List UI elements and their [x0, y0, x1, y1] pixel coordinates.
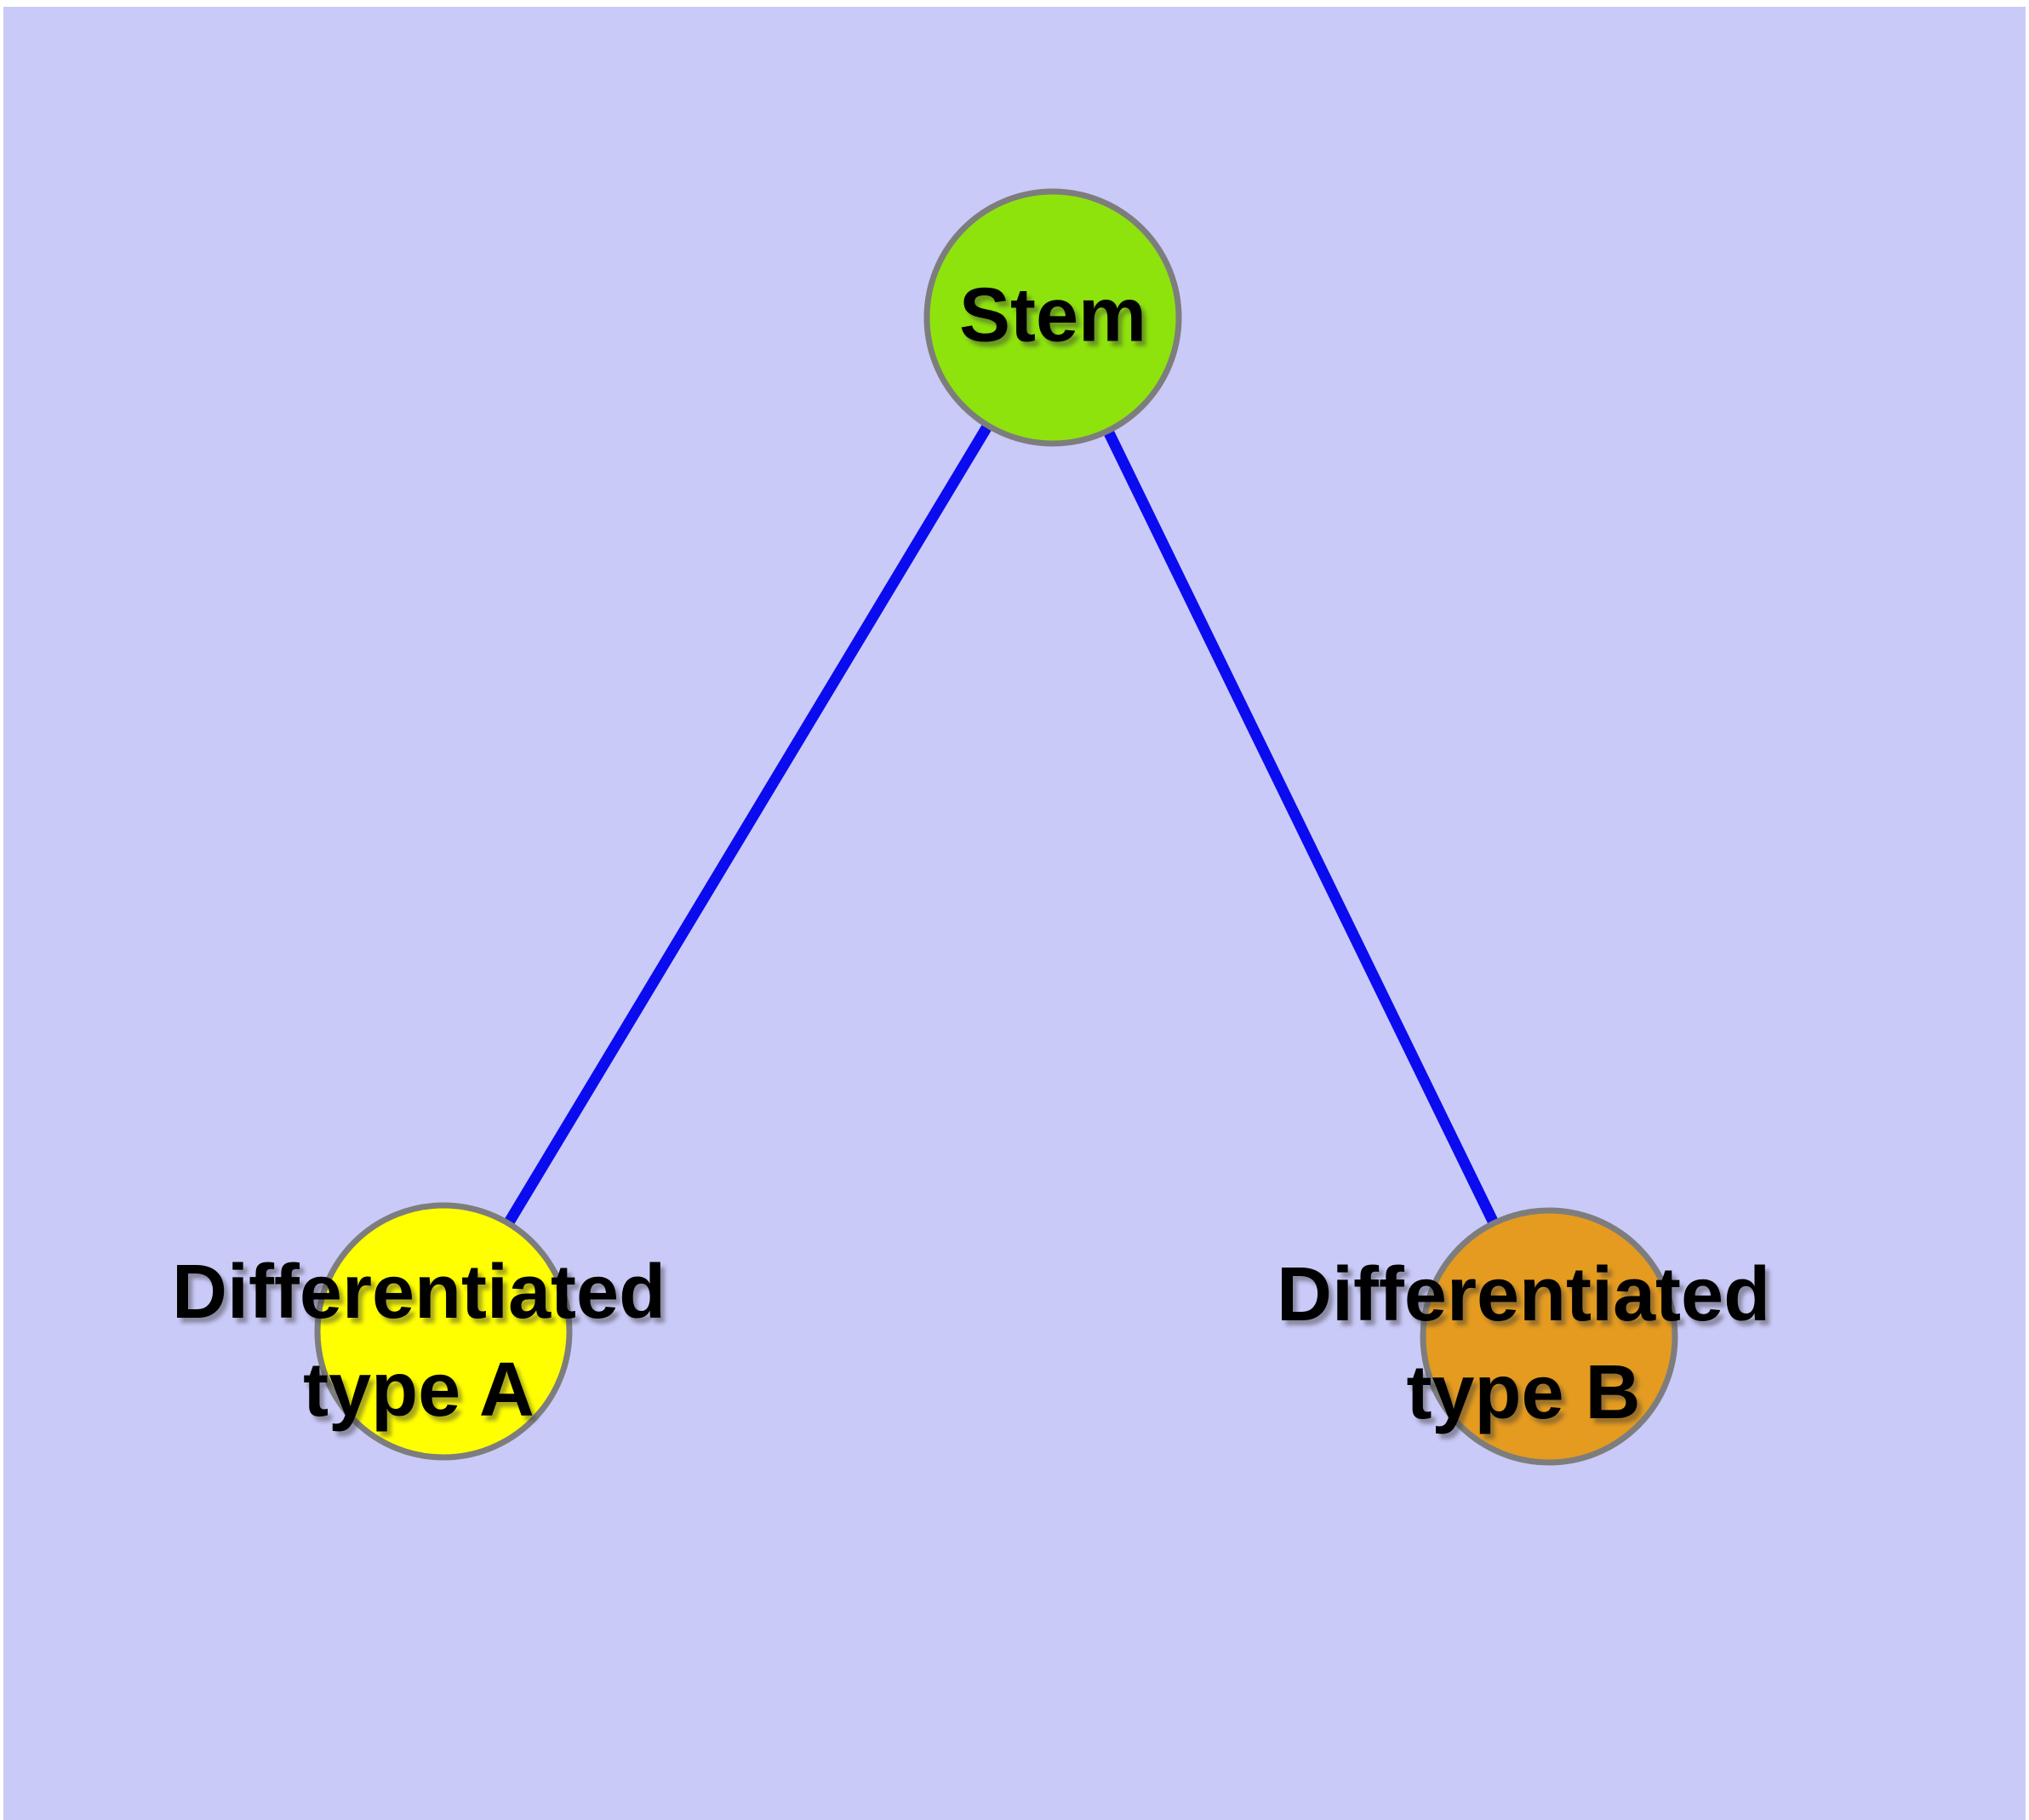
node-stem-circle	[923, 188, 1182, 447]
node-stem-label: Stem	[959, 267, 1146, 365]
edge-stem-to-type-b	[1048, 315, 1554, 1339]
edge-stem-to-type-a	[438, 314, 1058, 1335]
node-type-a-circle	[314, 1202, 573, 1461]
label-line: Stem	[958, 272, 1147, 358]
label-line: type B	[1406, 1350, 1641, 1435]
label-line: type A	[303, 1348, 534, 1433]
node-type-a-label: Differentiated type A	[172, 1244, 666, 1439]
node-type-b-label: Differentiated type B	[1277, 1246, 1770, 1442]
label-line: Differentiated	[1276, 1252, 1771, 1337]
label-line: Differentiated	[171, 1250, 666, 1335]
node-type-b-circle	[1420, 1207, 1678, 1466]
